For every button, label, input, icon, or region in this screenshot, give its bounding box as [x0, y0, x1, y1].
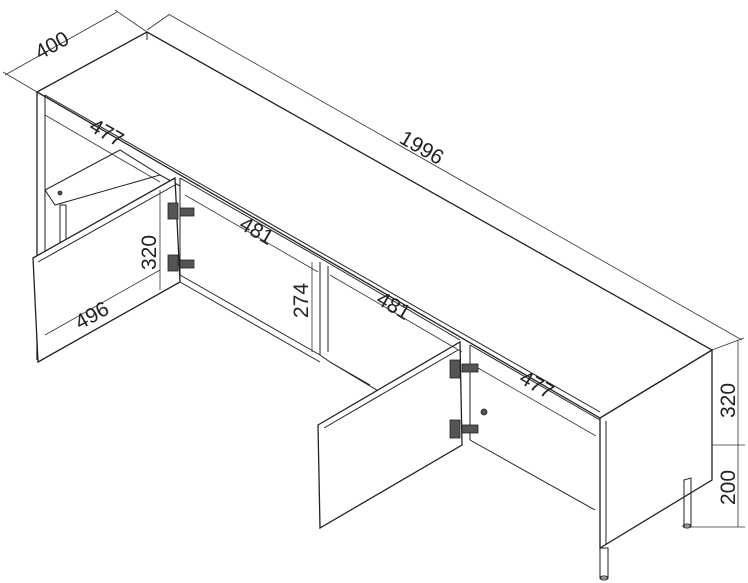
left-door — [32, 176, 181, 364]
dim-middle-inner-height: 274 — [290, 283, 313, 318]
dim-depth: 400 — [31, 27, 73, 64]
left-leg — [59, 204, 67, 246]
dimension-lines — [2, 9, 745, 528]
right-door — [317, 340, 463, 530]
dim-total-width: 1996 — [396, 126, 448, 169]
right-front-leg — [599, 547, 609, 579]
top-thickness-line — [44, 94, 601, 413]
dim-middle-width-upper: 481 — [236, 212, 278, 249]
left-lower-hinge — [167, 254, 195, 272]
dim-middle-width-lower: 481 — [373, 287, 415, 324]
dim-body-height: 320 — [717, 383, 740, 418]
right-side-panel — [599, 348, 713, 550]
dim-left-inner-width: 477 — [86, 114, 128, 151]
dim-left-door-height: 320 — [138, 235, 161, 270]
left-upper-hinge — [167, 202, 195, 220]
right-lower-hinge — [449, 419, 479, 439]
dim-leg-height: 200 — [717, 470, 740, 505]
right-upper-hinge — [449, 359, 479, 379]
right-back-leg — [683, 477, 692, 527]
